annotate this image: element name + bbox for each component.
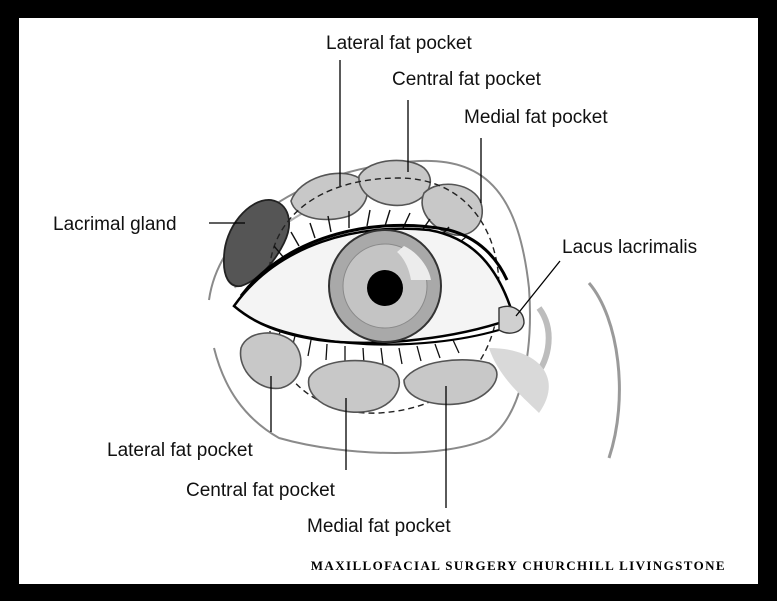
leader-lacus-lacrimalis <box>516 261 560 316</box>
label-lacrimal-gland: Lacrimal gland <box>53 214 177 235</box>
publisher-credit: Maxillofacial Surgery Churchill Livingst… <box>311 558 726 573</box>
pupil <box>367 270 403 306</box>
label-lower-medial-fat-pocket: Medial fat pocket <box>307 516 451 537</box>
label-upper-medial-fat-pocket: Medial fat pocket <box>464 107 608 128</box>
eye-anatomy-diagram: Lateral fat pocket Central fat pocket Me… <box>19 18 758 584</box>
label-upper-lateral-fat-pocket: Lateral fat pocket <box>326 33 472 54</box>
cheek-shadow <box>489 348 549 413</box>
label-upper-central-fat-pocket: Central fat pocket <box>392 69 542 90</box>
diagram-panel: Lateral fat pocket Central fat pocket Me… <box>19 18 758 584</box>
label-lower-central-fat-pocket: Central fat pocket <box>186 480 336 501</box>
upper-lateral-fat-pocket <box>291 173 367 219</box>
label-lacus-lacrimalis: Lacus lacrimalis <box>562 237 697 258</box>
upper-fat-pockets <box>291 160 482 235</box>
lower-central-fat-pocket <box>309 361 400 413</box>
lower-medial-fat-pocket <box>404 360 497 405</box>
label-lower-lateral-fat-pocket: Lateral fat pocket <box>107 440 253 461</box>
upper-central-fat-pocket <box>359 160 430 205</box>
